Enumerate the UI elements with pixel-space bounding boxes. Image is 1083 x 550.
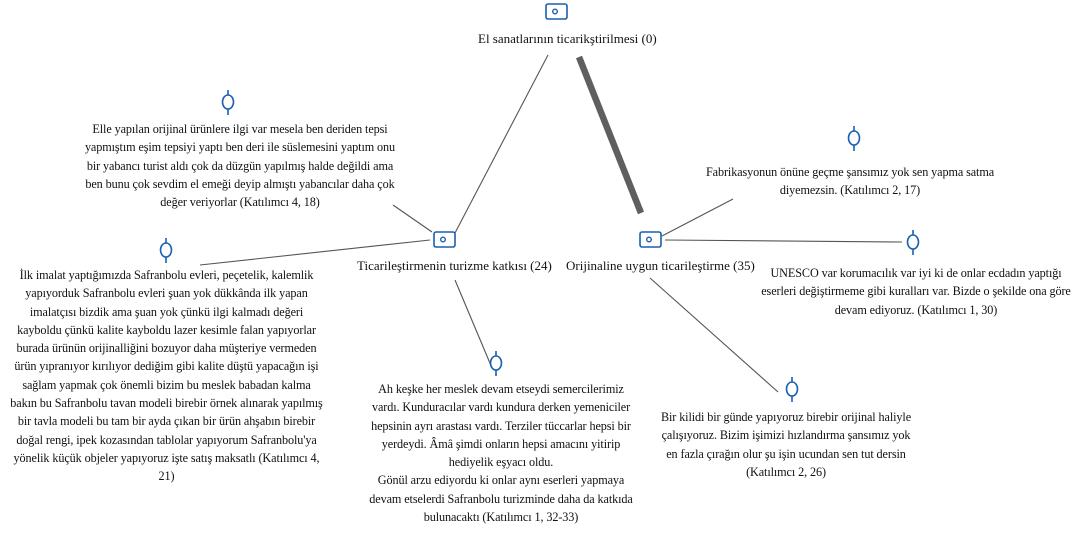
quotation-text: Elle yapılan orijinal ürünlere ilgi var …: [84, 122, 396, 210]
edge-turizm-q1: [392, 204, 433, 233]
quote-icon[interactable]: [159, 238, 173, 263]
edge-orijinal-q6: [649, 277, 779, 393]
quotation-text: Bir kilidi bir günde yapıyoruz birebir o…: [660, 410, 912, 479]
edge-orijinal-q4: [661, 198, 734, 237]
quote-icon[interactable]: [785, 377, 799, 402]
code-label-orijinal: Orijinaline uygun ticarileştirme (35): [566, 258, 755, 273]
quote-icon[interactable]: [847, 126, 861, 151]
edge-orijinal-q5: [664, 239, 903, 243]
quote-icon[interactable]: [489, 351, 503, 376]
edge-root-orijinal-thick: [575, 55, 645, 215]
quotation-text: İlk imalat yaptığımızda Safranbolu evler…: [10, 268, 323, 484]
quotation-text: UNESCO var korumacılık var iyi ki de onl…: [761, 266, 1071, 317]
quotation-text: Ah keşke her meslek devam etseydi semerc…: [369, 382, 633, 525]
quotation-text: Fabrikasyonun önüne geçme şansımız yok s…: [705, 165, 995, 198]
quote-icon[interactable]: [221, 90, 235, 115]
quote-icon[interactable]: [906, 230, 920, 255]
edge-root-turizm: [454, 54, 549, 234]
edge-turizm-q2: [199, 239, 431, 266]
connector-lines: [199, 54, 903, 393]
code-icon[interactable]: [639, 231, 662, 248]
code-label-root: El sanatlarının ticarikştirilmesi (0): [478, 31, 657, 46]
code-label-turizm: Ticarileştirmenin turizme katkısı (24): [357, 258, 552, 273]
code-icon[interactable]: [433, 231, 456, 248]
edge-turizm-q3: [454, 279, 493, 369]
code-icon[interactable]: [545, 3, 568, 20]
